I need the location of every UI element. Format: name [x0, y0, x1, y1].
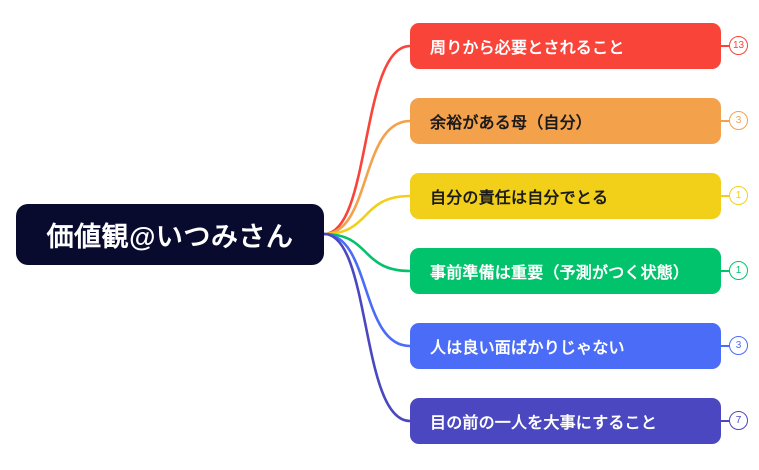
branch-badge-count: 1 — [735, 264, 742, 276]
branch-node-label: 人は良い面ばかりじゃない — [430, 340, 625, 357]
branch-node-label: 目の前の一人を大事にすること — [430, 415, 657, 432]
branch-badge-stub-3 — [721, 195, 730, 197]
branch-badge-2[interactable]: 3 — [729, 111, 748, 130]
connector-path — [322, 119, 412, 236]
branch-badge-count: 3 — [735, 114, 742, 126]
branch-badge-4[interactable]: 1 — [729, 261, 748, 280]
branch-badge-5[interactable]: 3 — [729, 336, 748, 355]
branch-badge-6[interactable]: 7 — [729, 411, 748, 430]
branch-node-4[interactable]: 事前準備は重要（予測がつく状態） — [410, 248, 721, 294]
branch-node-6[interactable]: 目の前の一人を大事にすること — [410, 398, 721, 444]
branch-node-label: 周りから必要とされること — [430, 40, 625, 57]
branch-badge-3[interactable]: 1 — [729, 186, 748, 205]
branch-node-label: 自分の責任は自分でとる — [430, 190, 609, 207]
connector-path — [322, 232, 412, 423]
branch-badge-count: 13 — [732, 39, 745, 51]
branch-badge-stub-1 — [721, 45, 730, 47]
branch-node-5[interactable]: 人は良い面ばかりじゃない — [410, 323, 721, 369]
branch-badge-count: 3 — [735, 339, 742, 351]
root-node-label: 価値観@いつみさん — [46, 222, 294, 252]
branch-badge-stub-4 — [721, 270, 730, 272]
branch-badge-stub-2 — [721, 120, 730, 122]
connector-path — [322, 44, 412, 236]
branch-badge-stub-5 — [721, 345, 730, 347]
branch-node-label: 余裕がある母（自分） — [430, 115, 593, 132]
connector-path — [322, 194, 412, 236]
branch-badge-count: 1 — [735, 189, 742, 201]
connector-path — [322, 232, 412, 273]
branch-node-2[interactable]: 余裕がある母（自分） — [410, 98, 721, 144]
connector-path — [322, 232, 412, 348]
branch-badge-1[interactable]: 13 — [729, 36, 748, 55]
branch-badge-stub-6 — [721, 420, 730, 422]
branch-badge-count: 7 — [735, 414, 742, 426]
branch-node-1[interactable]: 周りから必要とされること — [410, 23, 721, 69]
branch-node-3[interactable]: 自分の責任は自分でとる — [410, 173, 721, 219]
branch-node-label: 事前準備は重要（予測がつく状態） — [430, 265, 690, 282]
root-node[interactable]: 価値観@いつみさん — [16, 204, 324, 265]
